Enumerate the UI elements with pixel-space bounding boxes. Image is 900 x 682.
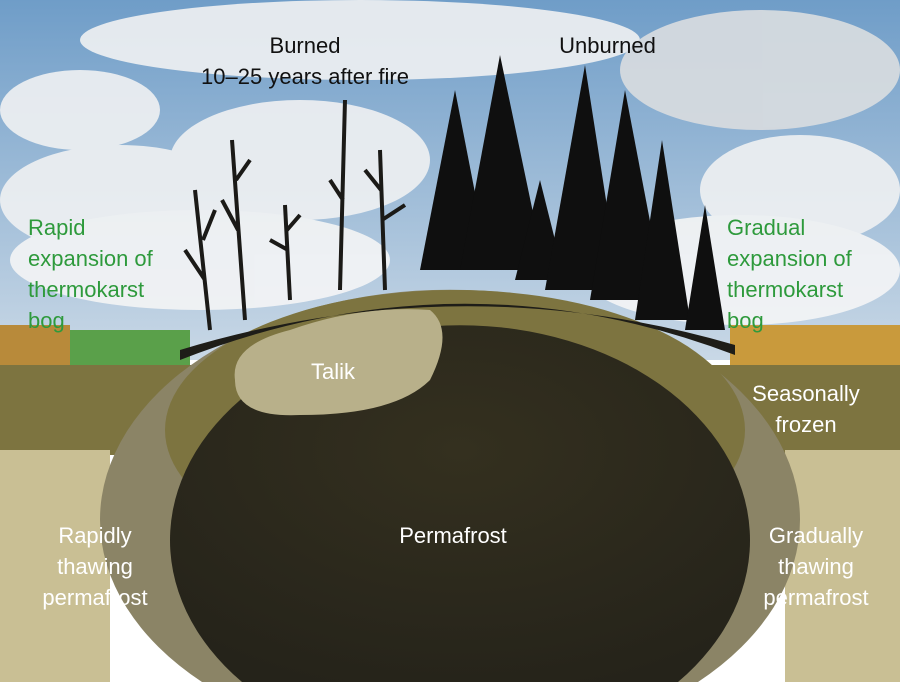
rapidly-thawing-label: Rapidly thawing permafrost: [20, 520, 170, 613]
left-bog-line: Rapid: [28, 215, 86, 240]
right-thawed-soil: [785, 450, 900, 682]
right-bog-line: Gradual: [727, 215, 806, 240]
left-bog-label: Rapid expansion of thermokarst bog: [28, 212, 153, 336]
right-bog-line: expansion of: [727, 246, 852, 271]
gradually-thawing-line: Gradually: [768, 523, 864, 548]
right-bog-sedge: [730, 325, 900, 370]
unburned-label: Unburned: [559, 33, 656, 58]
permafrost-label: Permafrost: [399, 523, 507, 548]
burned-sublabel: 10–25 years after fire: [201, 64, 409, 89]
seasonally-frozen-line: frozen: [775, 412, 837, 437]
left-bog-sedge: [0, 325, 70, 370]
burned-label: Burned: [269, 33, 341, 58]
burned-snags: [183, 99, 407, 331]
left-bog-line: expansion of: [28, 246, 153, 271]
unburned-spruce-trees: [420, 55, 725, 330]
left-bog-line: bog: [28, 308, 65, 333]
left-bog-line: thermokarst: [28, 277, 145, 302]
seasonally-frozen-label: Seasonally frozen: [730, 378, 882, 440]
right-bog-label: Gradual expansion of thermokarst bog: [727, 212, 852, 336]
gradually-thawing-label: Gradually thawing permafrost: [740, 520, 892, 613]
talik-body: [234, 309, 443, 416]
rapidly-thawing-line: permafrost: [42, 585, 148, 610]
seasonally-frozen-line: Seasonally: [752, 381, 860, 406]
right-bog-line: bog: [727, 308, 764, 333]
talik-label: Talik: [310, 359, 355, 384]
left-thawed-soil: [0, 450, 110, 682]
rapidly-thawing-line: thawing: [57, 554, 133, 579]
gradually-thawing-line: permafrost: [763, 585, 869, 610]
gradually-thawing-line: thawing: [778, 554, 854, 579]
right-bog-line: thermokarst: [727, 277, 844, 302]
rapidly-thawing-line: Rapidly: [58, 523, 132, 548]
